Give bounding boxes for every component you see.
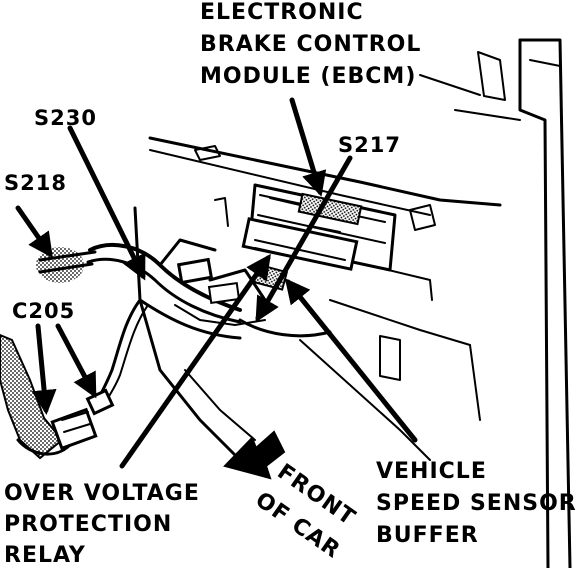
vss-buffer-label-line3: BUFFER: [376, 523, 479, 548]
ebcm-label-line1: ELECTRONIC: [200, 0, 364, 25]
ebcm-arrow: [289, 97, 327, 197]
leader-arrows: [15, 97, 418, 469]
front-of-car-arrow-icon: [223, 430, 286, 480]
vss-buffer-arrow: [284, 278, 418, 443]
ovp-relay-arrow: [119, 253, 271, 469]
s217-arrow: [255, 155, 353, 323]
ovp-relay-label-line1: OVER VOLTAGE: [4, 481, 200, 506]
vss-buffer-label-line1: VEHICLE: [376, 459, 487, 484]
ovp-relay-label-line2: PROTECTION: [4, 512, 172, 537]
c205-arrow-2: [55, 323, 97, 399]
c205-label: C205: [12, 299, 75, 323]
dashboard-structure: [133, 38, 572, 568]
ovp-relay-label-line3: RELAY: [4, 543, 86, 568]
s218-label: S218: [4, 171, 67, 195]
vss-buffer-label-line2: SPEED SENSOR: [376, 491, 576, 516]
ebcm-label-line2: BRAKE CONTROL: [200, 32, 421, 57]
ebcm-label-line3: MODULE (EBCM): [200, 64, 416, 89]
c205-connector: [0, 333, 115, 460]
c205-arrow-1: [31, 323, 57, 415]
s217-label: S217: [338, 133, 401, 157]
s230-arrow: [67, 125, 146, 281]
s218-arrow: [15, 205, 53, 259]
s230-label: S230: [34, 106, 97, 130]
